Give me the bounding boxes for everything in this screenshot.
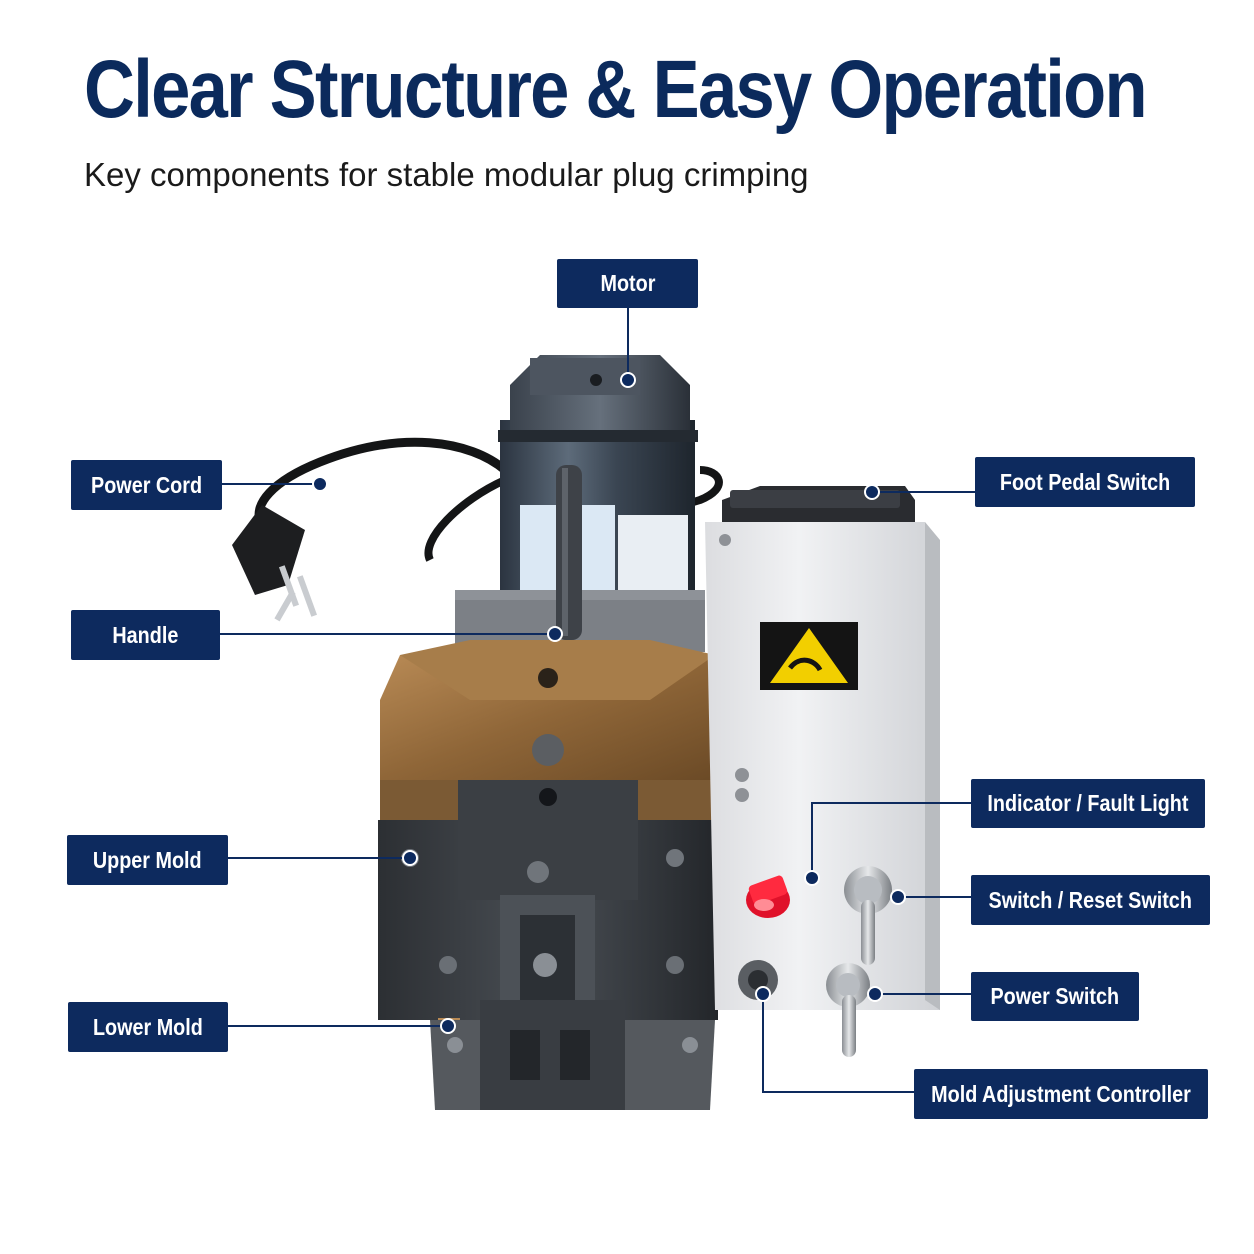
label-handle-text: Handle xyxy=(112,621,179,648)
label-upper-mold-text: Upper Mold xyxy=(93,846,202,873)
mold-frame xyxy=(378,780,718,1110)
reset-switch-dot xyxy=(890,889,906,905)
leader-lines xyxy=(220,306,975,1093)
label-power-cord-text: Power Cord xyxy=(90,471,202,498)
mold-adjustment-leader xyxy=(762,994,914,1093)
handle-dot xyxy=(547,626,563,642)
label-handle: Handle xyxy=(71,610,220,660)
upper-mold-dot xyxy=(402,850,418,866)
label-switch-reset-switch-text: Switch / Reset Switch xyxy=(988,886,1193,913)
label-power-switch-text: Power Switch xyxy=(990,983,1120,1009)
leader-dots xyxy=(312,372,906,1034)
indicator-dot xyxy=(804,870,820,886)
label-motor: Motor xyxy=(557,259,698,308)
label-power-switch: Power Switch xyxy=(971,972,1139,1021)
label-lower-mold-text: Lower Mold xyxy=(93,1013,203,1040)
label-motor-text: Motor xyxy=(600,270,655,296)
page-subtitle: Key components for stable modular plug c… xyxy=(84,156,809,193)
handle xyxy=(556,465,582,640)
motor-dot xyxy=(620,372,636,388)
label-power-cord: Power Cord xyxy=(71,460,222,510)
label-foot-pedal-switch: Foot Pedal Switch xyxy=(975,457,1195,507)
label-mold-adjustment-controller-text: Mold Adjustment Controller xyxy=(931,1080,1191,1107)
label-mold-adjustment-controller: Mold Adjustment Controller xyxy=(914,1069,1208,1119)
foot-pedal-dot xyxy=(864,484,880,500)
power-switch-dot xyxy=(867,986,883,1002)
lower-mold-dot xyxy=(440,1018,456,1034)
reset-toggle-switch xyxy=(844,866,892,965)
label-indicator-fault-light: Indicator / Fault Light xyxy=(971,779,1205,828)
control-box xyxy=(705,522,940,1010)
indicator-light xyxy=(746,875,790,918)
label-foot-pedal-switch-text: Foot Pedal Switch xyxy=(999,468,1171,495)
page-title: Clear Structure & Easy Operation xyxy=(84,44,1148,135)
indicator-leader xyxy=(811,802,972,878)
label-upper-mold: Upper Mold xyxy=(67,835,228,885)
label-switch-reset-switch: Switch / Reset Switch xyxy=(971,875,1210,925)
mold-adjustment-dot xyxy=(755,986,771,1002)
power-cord-dot xyxy=(312,476,328,492)
label-indicator-fault-light-text: Indicator / Fault Light xyxy=(987,790,1189,816)
label-lower-mold: Lower Mold xyxy=(68,1002,228,1052)
motor-body xyxy=(455,355,705,652)
power-toggle-switch xyxy=(826,963,870,1057)
